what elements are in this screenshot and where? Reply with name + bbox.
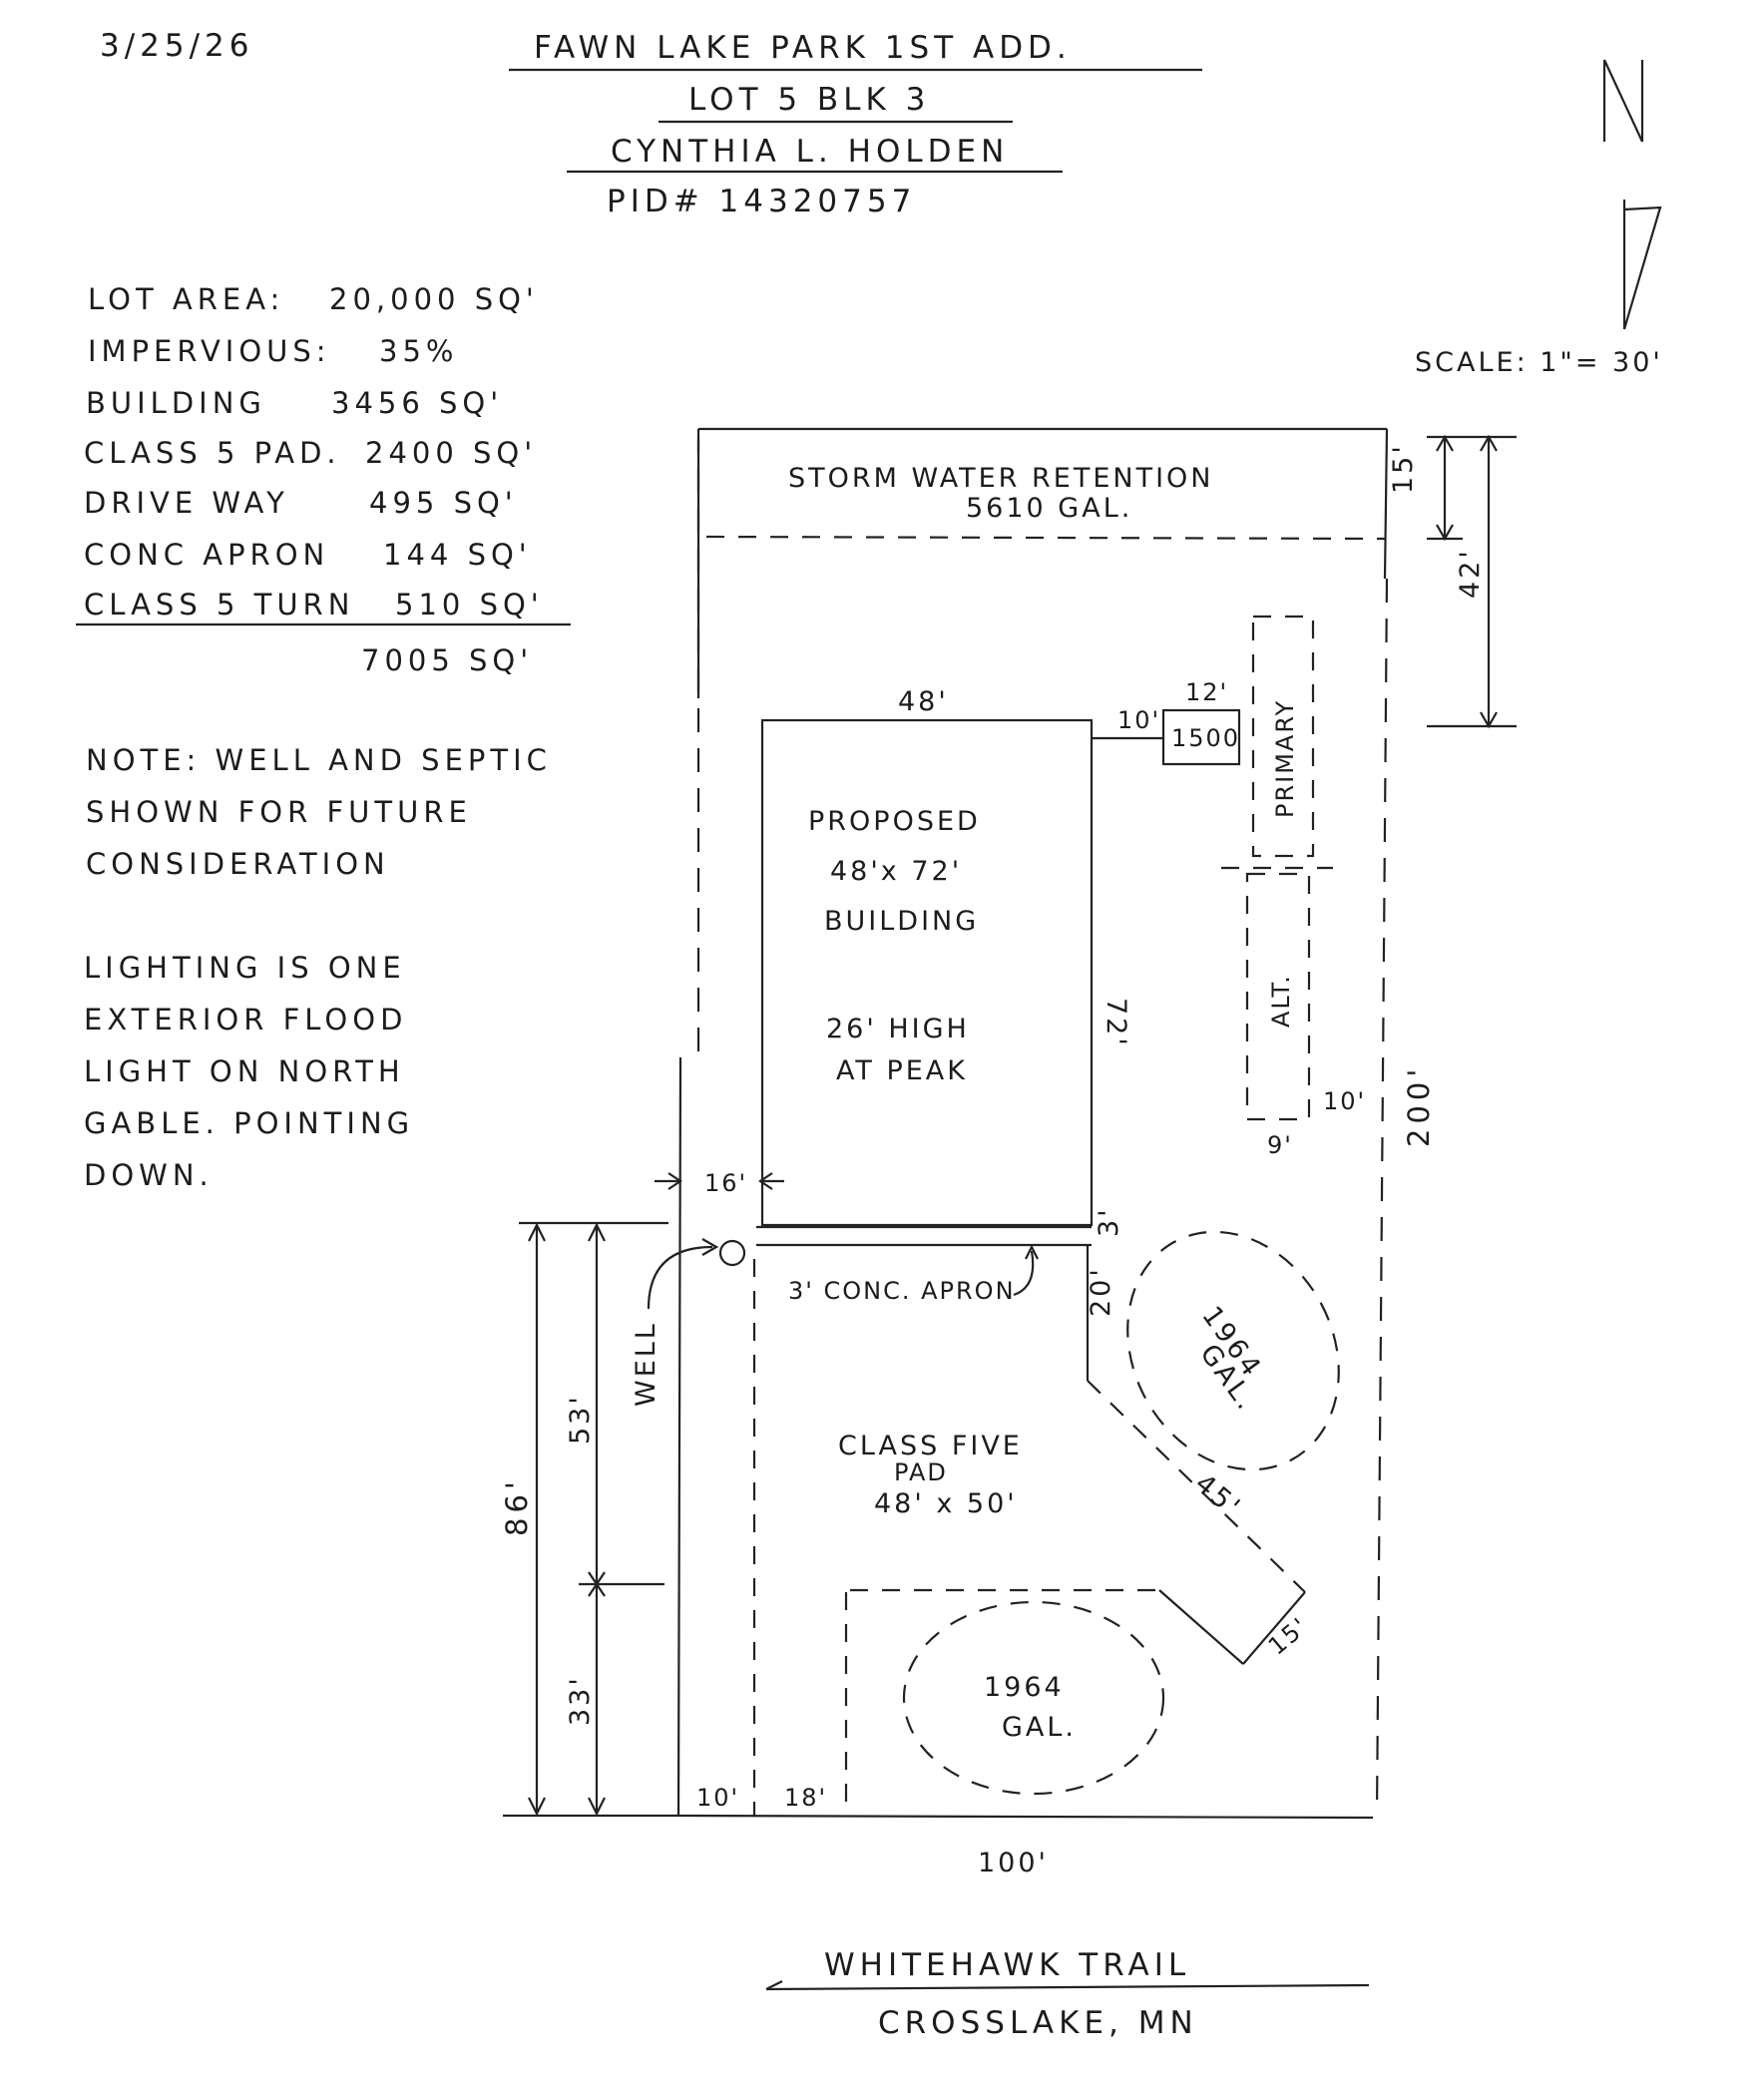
- area-label-lot: LOT AREA:: [88, 282, 284, 316]
- primary-drainfield: [1251, 615, 1315, 858]
- area-total: 7005 SQ': [361, 643, 533, 677]
- notes-well-septic: NOTE: WELL AND SEPTIC SHOWN FOR FUTURE C…: [86, 743, 552, 881]
- area-label-impervious: IMPERVIOUS:: [88, 334, 331, 368]
- dim-turn-length: 45': [1189, 1468, 1248, 1524]
- road-line: [765, 1983, 1370, 1991]
- date-text: 3/25/26: [100, 28, 254, 64]
- subdivision-title: FAWN LAKE PARK 1ST ADD.: [534, 30, 1072, 66]
- alternate-drainfield: [1245, 872, 1311, 1121]
- well-leader: [647, 1245, 713, 1310]
- dim-drain-offset: 10': [1323, 1087, 1366, 1115]
- dim-lot-width: 100': [978, 1848, 1049, 1878]
- dim-lot-depth: 200': [1402, 1064, 1436, 1147]
- area-value-apron: 144 SQ': [383, 538, 532, 572]
- building-label-2: 48'x 72': [830, 856, 962, 887]
- south-pond-volume: 1964: [984, 1672, 1065, 1703]
- road-name: WHITEHAWK TRAIL: [824, 1947, 1190, 1983]
- apron-leader-arrow: [1025, 1244, 1039, 1260]
- area-value-pad: 2400 SQ': [365, 436, 537, 470]
- area-table: LOT AREA: 20,000 SQ' IMPERVIOUS: 35% BUI…: [76, 282, 571, 677]
- well-icon: [718, 1239, 746, 1267]
- notes-lighting: LIGHTING IS ONE EXTERIOR FLOOD LIGHT ON …: [84, 951, 414, 1192]
- building-label-1: PROPOSED: [808, 806, 981, 837]
- dim-pond-gap: 20': [1086, 1266, 1116, 1317]
- pad-label-2: PAD: [894, 1458, 948, 1486]
- dim-drive-width: 10': [696, 1784, 739, 1812]
- storm-water-line: [705, 535, 1386, 541]
- dimension-west: [503, 1221, 678, 1818]
- scale-text: SCALE: 1"= 30': [1415, 347, 1663, 378]
- dim-north-setback: 42': [1455, 548, 1486, 599]
- svg-text:LIGHTING IS ONE: LIGHTING IS ONE: [84, 951, 406, 985]
- proposed-building: [760, 718, 1094, 1227]
- area-label-driveway: DRIVE WAY: [84, 486, 289, 520]
- septic-tank: [1161, 708, 1241, 766]
- dim-side-setback: 16': [704, 1169, 747, 1197]
- svg-text:NOTE: WELL AND SEPTIC: NOTE: WELL AND SEPTIC: [86, 743, 552, 777]
- dim-tank-width: 12': [1185, 678, 1228, 706]
- svg-text:EXTERIOR FLOOD: EXTERIOR FLOOD: [84, 1003, 407, 1037]
- area-value-turn: 510 SQ': [395, 588, 544, 622]
- dim-86: 86': [500, 1476, 534, 1536]
- building-label-5: AT PEAK: [836, 1055, 968, 1086]
- pid-title: PID# 14320757: [607, 184, 916, 219]
- dim-building-width: 48': [898, 686, 949, 717]
- svg-text:LIGHT ON NORTH: LIGHT ON NORTH: [84, 1054, 405, 1088]
- svg-text:GABLE. POINTING: GABLE. POINTING: [84, 1106, 414, 1140]
- apron-label: 3' CONC. APRON: [788, 1277, 1016, 1305]
- septic-tank-label: 1500: [1171, 724, 1240, 752]
- lot-block-title: LOT 5 BLK 3: [688, 82, 930, 118]
- pad-label-1: CLASS FIVE: [838, 1431, 1023, 1461]
- primary-label: PRIMARY: [1271, 699, 1299, 818]
- apron-leader: [1013, 1250, 1035, 1297]
- area-value-lot: 20,000 SQ': [329, 282, 539, 316]
- class5-turnaround: [1086, 1245, 1306, 1665]
- well-label: WELL: [631, 1321, 662, 1407]
- area-label-pad: CLASS 5 PAD.: [84, 436, 341, 470]
- north-arrow-icon: [1602, 59, 1662, 330]
- south-pond-unit: GAL.: [1002, 1712, 1077, 1743]
- dim-storm-depth: 15': [1388, 443, 1419, 494]
- area-label-turn: CLASS 5 TURN: [84, 588, 354, 622]
- storm-water-label: STORM WATER RETENTION: [788, 463, 1214, 494]
- area-value-driveway: 495 SQ': [369, 486, 518, 520]
- area-label-building: BUILDING: [86, 386, 266, 420]
- dim-33: 33': [565, 1675, 596, 1726]
- dim-building-length: 72': [1101, 998, 1131, 1048]
- pad-label-3: 48' x 50': [874, 1488, 1018, 1519]
- south-retention-pond: [902, 1600, 1165, 1796]
- dim-tank-offset: 10': [1117, 706, 1160, 734]
- building-label-3: BUILDING: [824, 906, 979, 937]
- dim-pad-offset: 18': [784, 1784, 827, 1812]
- area-value-building: 3456 SQ': [331, 386, 503, 420]
- location-text: CROSSLAKE, MN: [878, 2005, 1198, 2041]
- owner-title: CYNTHIA L. HOLDEN: [611, 134, 1009, 170]
- area-value-impervious: 35%: [379, 334, 458, 368]
- dimension-north-setback: [1427, 434, 1517, 729]
- dim-53: 53': [565, 1394, 596, 1445]
- building-label-4: 26' HIGH: [826, 1014, 970, 1044]
- area-label-apron: CONC APRON: [84, 538, 329, 572]
- road-line-tick: [765, 1980, 783, 1990]
- well-leader-arrow: [701, 1238, 719, 1256]
- lot-boundary: [676, 427, 1389, 1820]
- dim-apron-depth: 3': [1094, 1206, 1124, 1237]
- svg-text:SHOWN FOR FUTURE: SHOWN FOR FUTURE: [86, 795, 472, 829]
- storm-water-volume: 5610 GAL.: [966, 493, 1132, 524]
- dim-drain-width: 9': [1267, 1131, 1293, 1159]
- east-retention-pond: [1126, 1230, 1340, 1471]
- svg-text:CONSIDERATION: CONSIDERATION: [86, 847, 390, 881]
- svg-text:DOWN.: DOWN.: [84, 1158, 214, 1192]
- dimension-side-setback: [655, 1172, 784, 1190]
- dim-turn-width: 15': [1263, 1611, 1314, 1660]
- alt-label: ALT.: [1267, 974, 1295, 1028]
